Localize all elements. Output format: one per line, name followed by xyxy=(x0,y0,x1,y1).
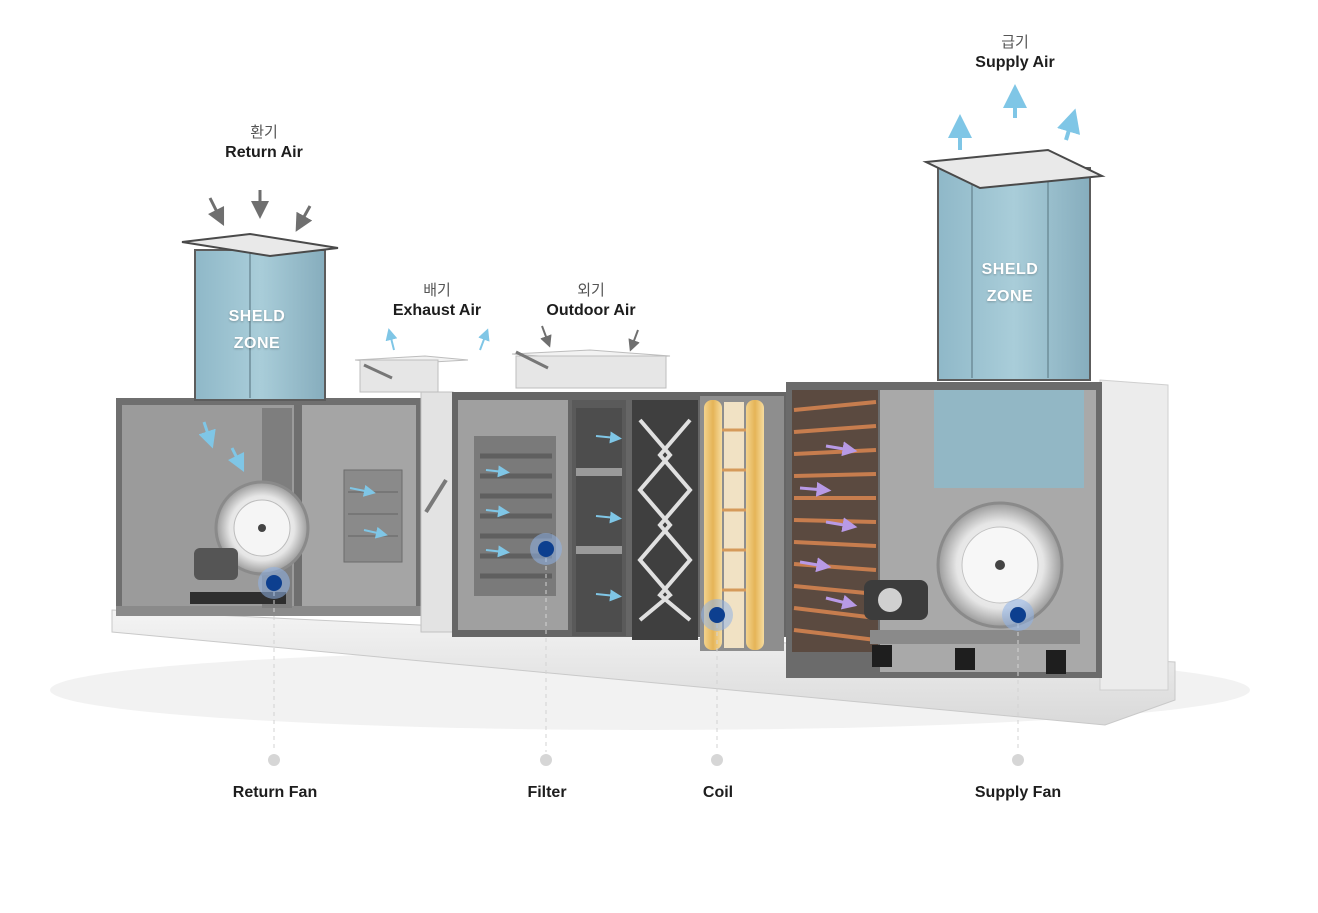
right-zone-line2: ZONE xyxy=(986,288,1034,305)
pre-filter xyxy=(474,436,556,596)
callout-dots xyxy=(268,754,1024,766)
supply-fan xyxy=(864,501,1080,674)
outdoor-air-label: 외기 Outdoor Air xyxy=(546,280,635,322)
left-zone-line2: ZONE xyxy=(233,335,281,352)
coil-callout[interactable]: Coil xyxy=(702,784,734,801)
supply-air-label: 급기 Supply Air xyxy=(975,32,1054,74)
right-zone-label: SHELD ZONE xyxy=(982,256,1039,310)
cooled-airflow-arrows xyxy=(799,441,858,610)
outdoor-damper-box xyxy=(511,349,671,389)
exhaust-damper-box xyxy=(354,355,469,393)
return-air-label: 환기 Return Air xyxy=(225,122,303,164)
callout-lines xyxy=(273,550,1019,752)
access-door xyxy=(420,391,454,633)
airflow-arrows xyxy=(198,84,1081,602)
hotspot-supply-fan[interactable] xyxy=(1002,599,1034,631)
copper-coil-bank xyxy=(793,400,877,642)
mixing-damper xyxy=(343,469,403,563)
return-fan-callout[interactable]: Return Fan xyxy=(232,784,318,801)
exhaust-air-label-ko: 배기 xyxy=(423,281,451,299)
return-fan xyxy=(190,480,310,604)
hotspot-filter[interactable] xyxy=(530,533,562,565)
left-zone-label: SHELD ZONE xyxy=(229,303,286,357)
outdoor-air-label-en: Outdoor Air xyxy=(546,302,636,320)
right-zone-line1: SHELD xyxy=(981,261,1039,278)
cooling-coil xyxy=(704,400,764,650)
hotspot-return-fan[interactable] xyxy=(258,567,290,599)
outdoor-air-label-ko: 외기 xyxy=(577,281,605,299)
left-zone-line1: SHELD xyxy=(228,308,286,325)
exhaust-air-label-en: Exhaust Air xyxy=(392,302,482,320)
supply-fan-callout[interactable]: Supply Fan xyxy=(974,784,1062,801)
return-air-duct xyxy=(181,232,339,401)
supply-air-duct xyxy=(922,148,1106,488)
exhaust-air-label: 배기 Exhaust Air xyxy=(393,280,481,322)
return-air-label-en: Return Air xyxy=(225,144,303,162)
return-air-inflow-arrows xyxy=(207,190,640,352)
supply-air-label-en: Supply Air xyxy=(975,54,1055,72)
hotspot-coil[interactable] xyxy=(701,599,733,631)
unit-base xyxy=(111,379,1176,726)
filter-callout[interactable]: Filter xyxy=(527,784,567,801)
supply-air-label-ko: 급기 xyxy=(1001,33,1029,51)
return-air-label-ko: 환기 xyxy=(250,123,278,141)
